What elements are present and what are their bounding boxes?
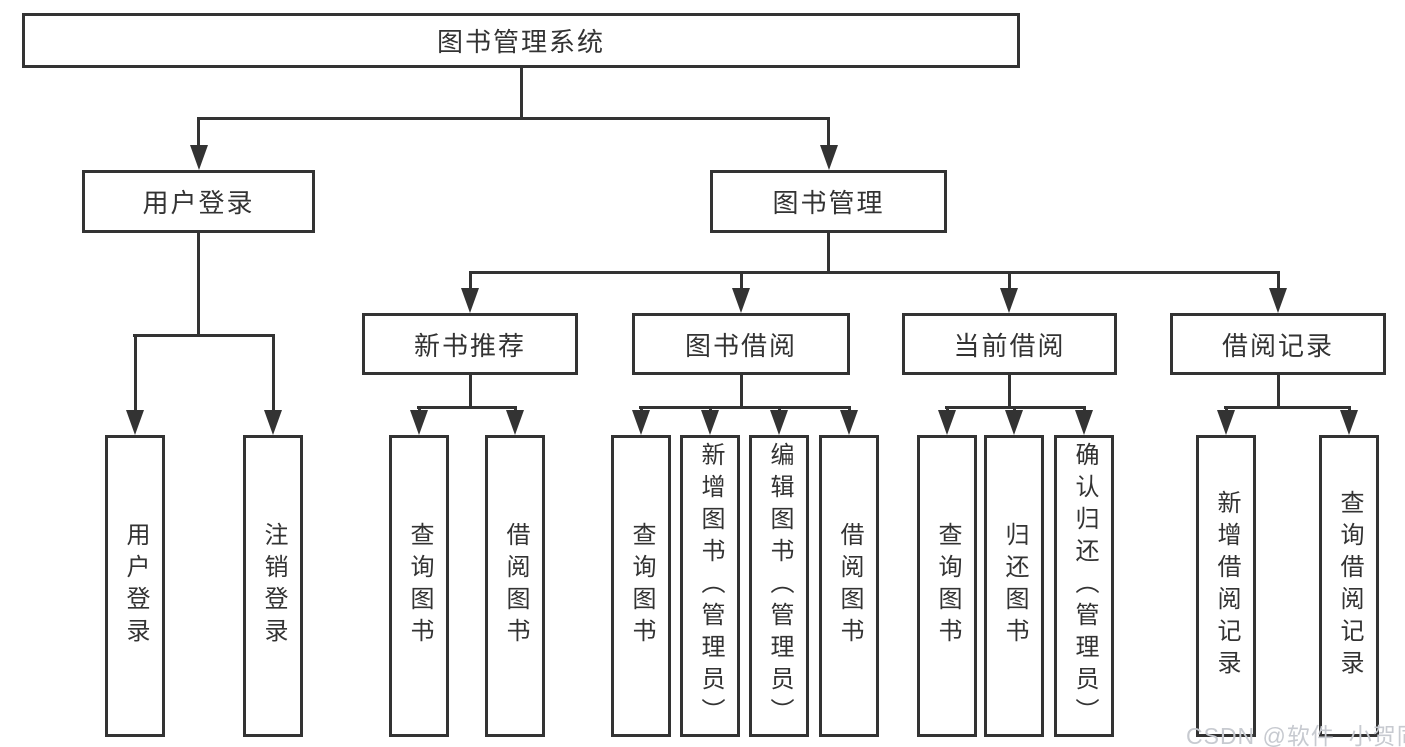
leaf-add-books-admin-label: 新增图书（管理员） <box>697 442 724 730</box>
leaf-confirm-return-admin: 确认归还（管理员） <box>1054 435 1114 737</box>
connector-shaft <box>469 271 472 293</box>
node-book-borrowing-label: 图书借阅 <box>684 330 797 361</box>
leaf-query-books-current: 查询图书 <box>917 435 977 737</box>
leaf-edit-books-admin: 编辑图书（管理员） <box>749 435 809 737</box>
connector-arrowhead <box>1340 410 1358 435</box>
node-user-login-label: 用户登录 <box>142 188 255 218</box>
leaf-query-books-borrowing: 查询图书 <box>611 435 671 737</box>
connector-shaft <box>197 117 200 150</box>
connector-arrowhead <box>632 410 650 435</box>
connector-arrowhead <box>1269 288 1287 313</box>
connector-recommend-stub <box>469 375 472 409</box>
node-new-book-recommend-label: 新书推荐 <box>413 330 526 361</box>
csdn-watermark: CSDN @软件_小贺同学 <box>1186 723 1405 747</box>
connector-shaft <box>272 334 275 415</box>
leaf-edit-books-admin-label: 编辑图书（管理员） <box>766 442 793 730</box>
connector-level2-rail <box>469 271 1280 274</box>
node-book-management: 图书管理 <box>710 170 947 233</box>
leaf-borrow-books-recommend: 借阅图书 <box>485 435 545 737</box>
node-user-login: 用户登录 <box>82 170 315 233</box>
connector-arrowhead <box>126 410 144 435</box>
node-book-borrowing: 图书借阅 <box>632 313 850 375</box>
connector-shaft <box>134 334 137 415</box>
connector-arrowhead <box>506 410 524 435</box>
connector-arrowhead <box>1217 410 1235 435</box>
leaf-query-books-recommend: 查询图书 <box>389 435 449 737</box>
leaf-borrow-books-borrowing-label: 借阅图书 <box>836 522 863 650</box>
leaf-query-books-current-label: 查询图书 <box>934 522 961 650</box>
node-book-management-label: 图书管理 <box>772 188 885 218</box>
connector-arrowhead <box>1000 288 1018 313</box>
node-current-borrowing-label: 当前借阅 <box>953 330 1066 361</box>
connector-arrowhead <box>820 145 838 170</box>
leaf-return-books-label: 归还图书 <box>1001 522 1028 650</box>
connector-borrowing-stub <box>740 375 743 409</box>
connector-user-login-rail <box>133 334 274 337</box>
connector-arrowhead <box>938 410 956 435</box>
connector-arrowhead <box>410 410 428 435</box>
leaf-add-books-admin: 新增图书（管理员） <box>680 435 740 737</box>
connector-shaft <box>1277 271 1280 293</box>
leaf-query-books-recommend-label: 查询图书 <box>406 522 433 650</box>
leaf-add-borrow-record: 新增借阅记录 <box>1196 435 1256 737</box>
connector-recommend-rail <box>417 406 517 409</box>
leaf-borrow-books-borrowing: 借阅图书 <box>819 435 879 737</box>
connector-arrowhead <box>461 288 479 313</box>
leaf-query-borrow-record-label: 查询借阅记录 <box>1336 490 1363 682</box>
connector-records-stub <box>1277 375 1280 409</box>
connector-level1-rail <box>197 117 830 120</box>
leaf-return-books: 归还图书 <box>984 435 1044 737</box>
connector-arrowhead <box>732 288 750 313</box>
leaf-confirm-return-admin-label: 确认归还（管理员） <box>1071 442 1098 730</box>
connector-borrowing-rail <box>639 406 851 409</box>
node-borrowing-records-label: 借阅记录 <box>1221 330 1334 361</box>
connector-shaft <box>740 271 743 293</box>
leaf-user-login: 用户登录 <box>105 435 165 737</box>
connector-shaft <box>827 117 830 150</box>
leaf-borrow-books-recommend-label: 借阅图书 <box>502 522 529 650</box>
leaf-query-books-borrowing-label: 查询图书 <box>628 522 655 650</box>
node-root: 图书管理系统 <box>22 13 1020 68</box>
connector-current-stub <box>1008 375 1011 409</box>
connector-arrowhead <box>1005 410 1023 435</box>
leaf-logout-login: 注销登录 <box>243 435 303 737</box>
connector-arrowhead <box>1075 410 1093 435</box>
leaf-add-borrow-record-label: 新增借阅记录 <box>1213 490 1240 682</box>
leaf-user-login-label: 用户登录 <box>122 522 149 650</box>
connector-arrowhead <box>264 410 282 435</box>
node-current-borrowing: 当前借阅 <box>902 313 1117 375</box>
connector-arrowhead <box>840 410 858 435</box>
node-root-label: 图书管理系统 <box>436 27 605 57</box>
leaf-query-borrow-record: 查询借阅记录 <box>1319 435 1379 737</box>
leaf-logout-login-label: 注销登录 <box>260 522 287 650</box>
node-new-book-recommend: 新书推荐 <box>362 313 578 375</box>
connector-arrowhead <box>701 410 719 435</box>
connector-book-mgmt-stub <box>827 233 830 274</box>
node-borrowing-records: 借阅记录 <box>1170 313 1386 375</box>
connector-records-rail <box>1224 406 1351 409</box>
connector-shaft <box>1008 271 1011 293</box>
connector-arrowhead <box>190 145 208 170</box>
connector-root-stub <box>520 68 523 120</box>
connector-arrowhead <box>770 410 788 435</box>
connector-user-login-stub <box>197 233 200 337</box>
